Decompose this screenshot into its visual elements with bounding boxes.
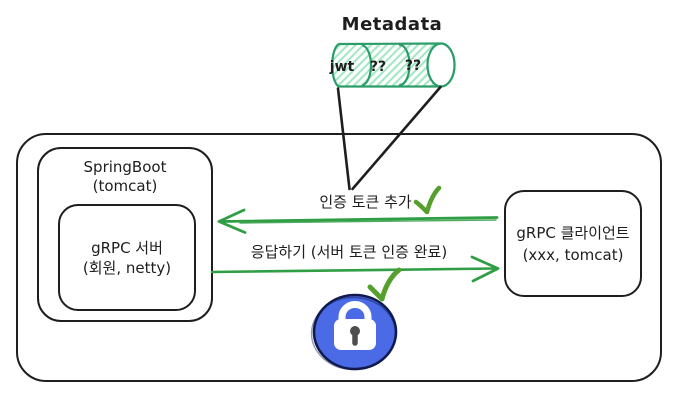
grpc-server-line2: (회원, netty) <box>82 258 172 277</box>
springboot-box: SpringBoot (tomcat) gRPC 서버 (회원, netty) <box>37 147 213 322</box>
grpc-server-line1: gRPC 서버 <box>91 238 163 257</box>
grpc-server-box: gRPC 서버 (회원, netty) <box>58 204 196 311</box>
springboot-line1: SpringBoot <box>83 158 167 176</box>
respond-arrow-label: 응답하기 (서버 토큰 인증 완료) <box>250 243 448 261</box>
cylinder-segment-jwt: jwt <box>329 59 355 75</box>
cylinder-segment-unknown-2: ?? <box>404 58 422 74</box>
springboot-line2: (tomcat) <box>92 177 158 195</box>
grpc-client-box: gRPC 클라이언트 (xxx, tomcat) <box>504 190 642 297</box>
cylinder-end-cap <box>426 42 456 88</box>
add-token-arrow-label: 인증 토큰 추가 <box>319 193 412 211</box>
springboot-box-title: SpringBoot (tomcat) <box>39 158 211 196</box>
metadata-label: Metadata <box>341 14 443 35</box>
grpc-client-line2: (xxx, tomcat) <box>522 245 624 264</box>
grpc-client-line1: gRPC 클라이언트 <box>516 223 630 242</box>
cylinder-segment-unknown-1: ?? <box>369 59 387 75</box>
